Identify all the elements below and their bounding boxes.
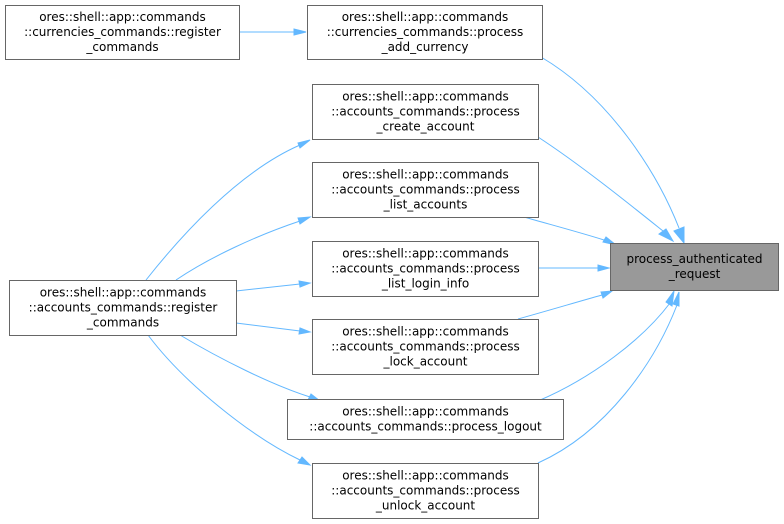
edge-line bbox=[537, 304, 678, 464]
edge-process_list_login_info-to-target bbox=[538, 264, 611, 272]
edge-line bbox=[147, 334, 301, 461]
node-label-line: _request bbox=[668, 267, 721, 281]
node-label-line: _commands bbox=[86, 316, 159, 330]
arrowhead-icon bbox=[297, 139, 311, 149]
arrowhead-icon bbox=[658, 228, 675, 243]
node-label-line: _list_login_info bbox=[381, 277, 469, 291]
edge-line bbox=[235, 322, 301, 332]
node-label-line: ::accounts_commands::process bbox=[331, 183, 520, 197]
edge-line bbox=[537, 136, 664, 232]
node-process-list-accounts[interactable]: ores::shell::app::commands::accounts_com… bbox=[312, 162, 539, 218]
node-label-line: _commands bbox=[85, 40, 158, 54]
node-label-line: ::accounts_commands::process bbox=[331, 484, 520, 498]
node-label-line: ores::shell::app::commands bbox=[342, 90, 509, 104]
node-label-line: ::accounts_commands::register bbox=[29, 301, 218, 315]
edge-line bbox=[517, 294, 603, 320]
node-box bbox=[312, 162, 539, 218]
edge-currencies_register-to-process_add_currency bbox=[239, 28, 307, 36]
edge-accounts_register-to-process_list_login_info bbox=[235, 280, 312, 292]
node-label-line: ores::shell::app::commands bbox=[342, 168, 509, 182]
edge-process_list_accounts-to-target bbox=[523, 216, 617, 246]
node-label-line: _unlock_account bbox=[375, 499, 476, 513]
edge-process_logout-to-target bbox=[537, 290, 675, 402]
arrowhead-icon bbox=[298, 280, 312, 288]
edges-layer bbox=[145, 28, 685, 466]
node-label-line: ::accounts_commands::process bbox=[331, 262, 520, 276]
arrowhead-icon bbox=[298, 327, 312, 335]
arrowhead-icon bbox=[672, 291, 680, 307]
edge-line bbox=[235, 283, 301, 292]
node-box bbox=[9, 280, 237, 336]
arrowhead-icon bbox=[293, 28, 307, 36]
node-box bbox=[307, 5, 543, 60]
edge-line bbox=[145, 144, 301, 281]
node-box bbox=[312, 319, 539, 375]
arrowhead-icon bbox=[665, 290, 675, 307]
node-process-lock-account[interactable]: ores::shell::app::commands::accounts_com… bbox=[312, 319, 539, 375]
node-target[interactable]: process_authenticated_request bbox=[610, 243, 779, 291]
node-process-unlock-account[interactable]: ores::shell::app::commands::accounts_com… bbox=[312, 463, 539, 519]
node-label-line: _create_account bbox=[376, 120, 475, 134]
node-currencies-register[interactable]: ores::shell::app::commands::currencies_c… bbox=[5, 5, 240, 60]
arrowhead-icon bbox=[597, 264, 611, 272]
node-process-list-login-info[interactable]: ores::shell::app::commands::accounts_com… bbox=[312, 241, 539, 297]
node-label-line: ores::shell::app::commands bbox=[40, 286, 207, 300]
edge-line bbox=[179, 334, 311, 398]
node-label-line: _add_currency bbox=[381, 40, 469, 54]
arrowhead-icon bbox=[600, 290, 614, 299]
edge-line bbox=[175, 220, 301, 281]
node-box bbox=[312, 241, 539, 297]
node-label-line: ores::shell::app::commands bbox=[342, 10, 509, 24]
node-accounts-register[interactable]: ores::shell::app::commands::accounts_com… bbox=[9, 280, 237, 336]
node-process-add-currency[interactable]: ores::shell::app::commands::currencies_c… bbox=[307, 5, 543, 60]
edge-accounts_register-to-process_list_accounts bbox=[175, 216, 312, 281]
node-label-line: ::accounts_commands::process_logout bbox=[309, 420, 542, 434]
edge-process_lock_account-to-target bbox=[517, 290, 614, 320]
node-label-line: ::accounts_commands::process bbox=[331, 105, 520, 119]
node-label-line: ::currencies_commands::process bbox=[327, 25, 524, 39]
edge-accounts_register-to-process_unlock_account bbox=[147, 334, 312, 466]
node-label-line: ores::shell::app::commands bbox=[342, 247, 509, 261]
node-label-line: ::currencies_commands::register bbox=[24, 25, 221, 39]
arrowhead-icon bbox=[673, 226, 685, 245]
node-label-line: ores::shell::app::commands bbox=[39, 10, 206, 24]
node-box bbox=[5, 5, 240, 60]
node-label-line: ::accounts_commands::process bbox=[331, 340, 520, 354]
edge-process_create_account-to-target bbox=[537, 136, 675, 243]
node-label-line: ores::shell::app::commands bbox=[342, 325, 509, 339]
node-process-logout[interactable]: ores::shell::app::commands::accounts_com… bbox=[287, 399, 564, 440]
edge-process_add_currency-to-target bbox=[540, 56, 685, 245]
node-process-create-account[interactable]: ores::shell::app::commands::accounts_com… bbox=[312, 84, 539, 140]
node-box bbox=[312, 84, 539, 140]
node-box bbox=[287, 399, 564, 440]
nodes-layer: process_authenticated_requestores::shell… bbox=[5, 5, 779, 519]
node-label-line: _lock_account bbox=[382, 355, 467, 369]
edge-line bbox=[537, 302, 671, 402]
node-box bbox=[312, 463, 539, 519]
arrowhead-icon bbox=[297, 456, 312, 466]
edge-accounts_register-to-process_create_account bbox=[145, 139, 311, 281]
node-label-line: ores::shell::app::commands bbox=[342, 405, 509, 419]
arrowhead-icon bbox=[297, 216, 312, 225]
node-label-line: process_authenticated bbox=[626, 252, 762, 266]
edge-accounts_register-to-process_lock_account bbox=[235, 322, 312, 335]
node-box bbox=[610, 243, 779, 291]
node-label-line: ores::shell::app::commands bbox=[342, 469, 509, 483]
edge-process_unlock_account-to-target bbox=[537, 291, 680, 464]
edge-line bbox=[540, 56, 680, 229]
edge-line bbox=[523, 216, 605, 241]
node-label-line: _list_accounts bbox=[383, 198, 468, 212]
